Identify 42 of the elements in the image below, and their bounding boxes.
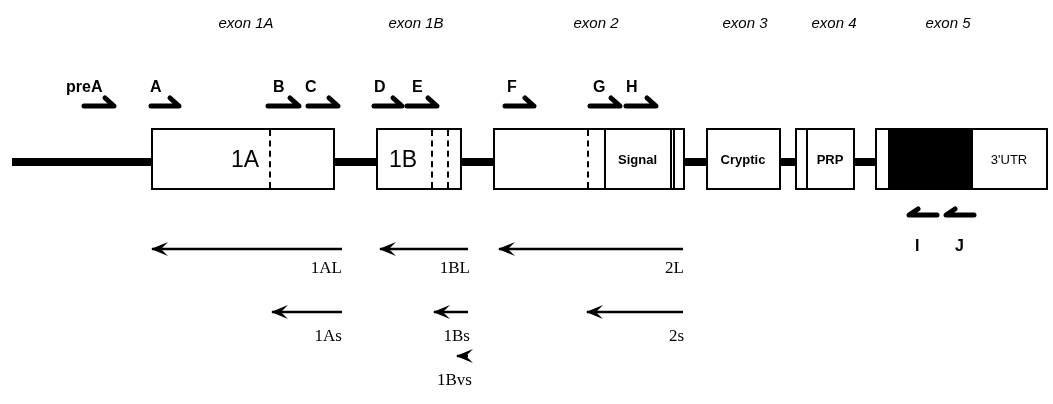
transcript-label: 1BL: [438, 258, 470, 278]
intron-line: [462, 158, 493, 166]
primer-label: D: [374, 78, 386, 96]
region-label: 3'UTR: [989, 151, 1029, 167]
primer-label: H: [626, 78, 638, 96]
exon-label: exon 1A: [218, 14, 274, 31]
exon-box: [151, 128, 335, 190]
transcript-label: 1As: [313, 326, 342, 346]
region-label: 1B: [387, 145, 419, 173]
primer-label: B: [273, 78, 285, 96]
primer-label: preA: [66, 78, 103, 96]
transcript-label: 1AL: [309, 258, 342, 278]
exon-box: [875, 128, 1048, 190]
intron-line: [685, 158, 706, 166]
region-label: 1A: [229, 145, 261, 173]
region-label: Cryptic: [719, 151, 767, 167]
exon-label: exon 3: [722, 14, 768, 31]
exon-label: exon 1B: [388, 14, 444, 31]
region-label: PRP: [815, 151, 845, 167]
primer-label: J: [955, 237, 964, 255]
transcript-label: 1Bvs: [436, 370, 472, 390]
exon-label: exon 5: [925, 14, 971, 31]
exon-box: [376, 128, 462, 190]
exon-box: [493, 128, 685, 190]
transcript-label: 1Bs: [442, 326, 470, 346]
exon-label: exon 2: [573, 14, 619, 31]
exon-box: [706, 128, 781, 190]
signal-region-box: [604, 127, 672, 190]
exon-box: [795, 128, 855, 190]
primer-label: F: [507, 78, 517, 96]
primer-label: C: [305, 78, 317, 96]
primer-label: A: [150, 78, 162, 96]
transcript-label: 2s: [667, 326, 684, 346]
primer-label: I: [915, 237, 920, 255]
transcript-label: 2L: [664, 258, 684, 278]
region-label: Signal: [617, 151, 658, 166]
intron-line: [781, 158, 795, 166]
exon-label: exon 4: [811, 14, 857, 31]
intron-line: [855, 158, 875, 166]
primer-label: E: [412, 78, 423, 96]
primer-label: G: [593, 78, 606, 96]
intron-line: [335, 158, 376, 166]
